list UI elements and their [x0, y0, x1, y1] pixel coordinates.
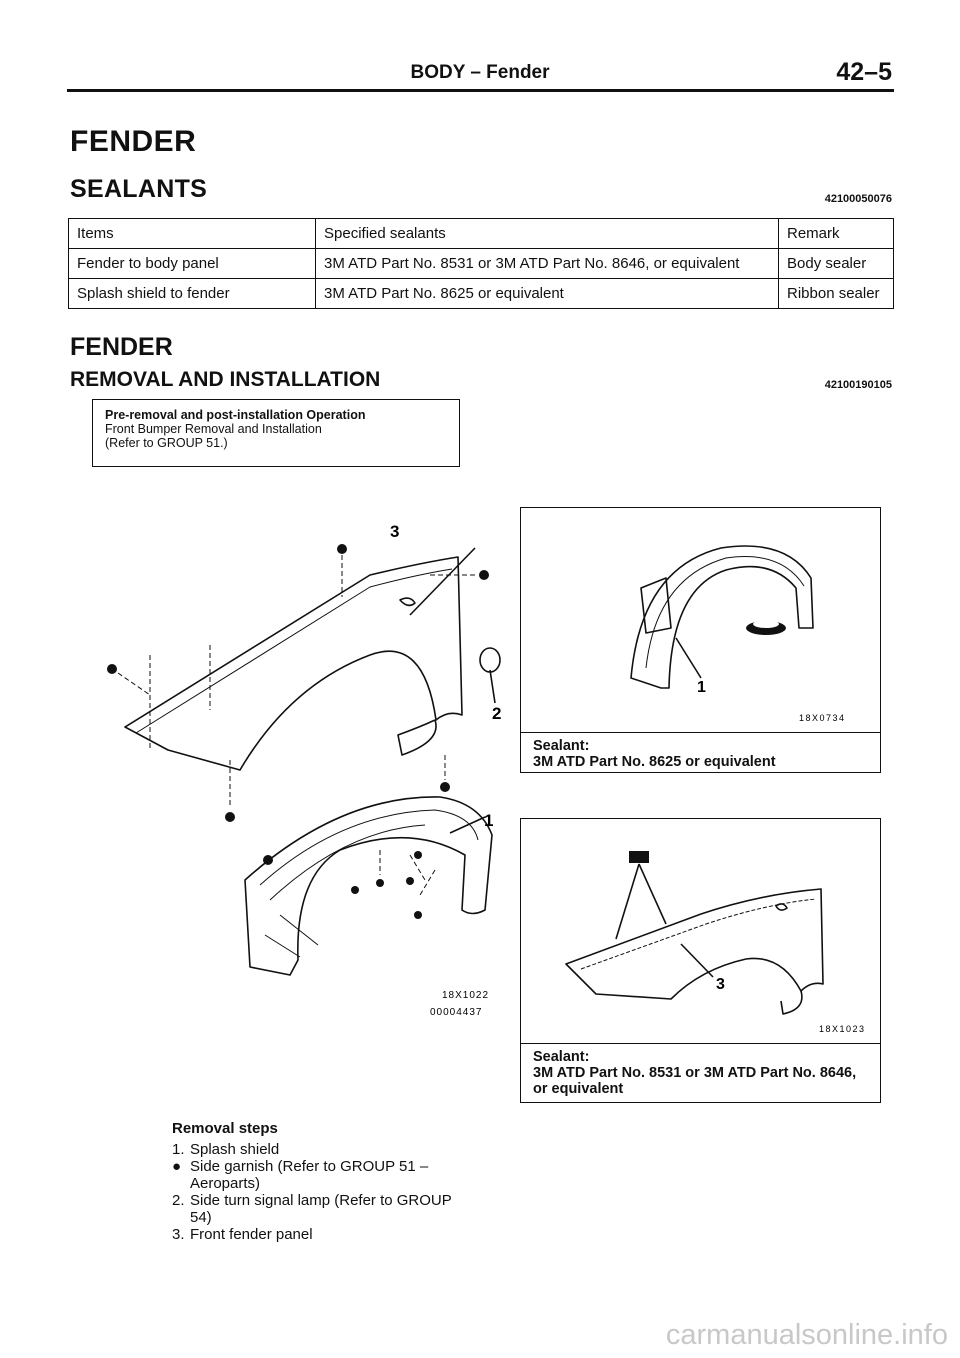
side-turn-signal-lamp-icon: [479, 647, 501, 673]
sealant-text: 3M ATD Part No. 8625 or equivalent: [533, 754, 776, 770]
clip-icon: [414, 851, 422, 859]
splash-shield-rib: [645, 556, 805, 669]
table-header-cell: Specified sealants: [315, 218, 779, 249]
fender-exploded-diagram: 3 2 1 18X1022 00004437: [107, 522, 501, 1018]
turn-signal-hole: [399, 597, 416, 607]
splash-shield-sealant-diagram: 1 18X0734: [630, 545, 846, 723]
splash-shield-detail: [264, 914, 319, 958]
sealant-label: Sealant:: [533, 1049, 590, 1065]
list-item-number: 2.: [172, 1192, 185, 1209]
figure-box-splash-shield: 1 18X0734 Sealant: 3M ATD Part No. 8625 …: [520, 507, 881, 773]
fender-crease-line: [135, 568, 453, 734]
sealant-note-divider: [521, 732, 880, 733]
list-item: ● Side garnish (Refer to GROUP 51 – Aero…: [172, 1158, 472, 1192]
callout-2: 2: [492, 704, 501, 723]
pre-removal-title: Pre-removal and post-installation Operat…: [105, 408, 366, 422]
list-item: 3. Front fender panel: [172, 1226, 472, 1243]
fender-lower-flange: [780, 990, 803, 1015]
clip-icon: [414, 911, 422, 919]
clip-icon: [351, 886, 359, 894]
splash-shield-rib: [269, 824, 426, 901]
sealant-note-divider: [521, 1043, 880, 1044]
pre-removal-box: Pre-removal and post-installation Operat…: [92, 399, 460, 467]
figure-box-fender-sealant: 3 18X1023 Sealant: 3M ATD Part No. 8531 …: [520, 818, 881, 1103]
section-code-removal: 42100190105: [824, 379, 892, 391]
clip-icon: [376, 879, 384, 887]
sealant-tube-icon: [629, 851, 649, 863]
sealant-note: Sealant: 3M ATD Part No. 8531 or 3M ATD …: [521, 1045, 880, 1101]
callout-leader-line: [615, 863, 667, 940]
table-header-row: Items Specified sealants Remark: [68, 218, 894, 249]
table-header-cell: Items: [68, 218, 316, 249]
table-cell: 3M ATD Part No. 8625 or equivalent: [315, 278, 779, 309]
callout-1: 1: [484, 811, 493, 830]
splash-shield-outline: [630, 545, 814, 689]
fender-sealant-diagram: 3 18X1023: [565, 851, 866, 1034]
sealer-bead-line: [580, 898, 817, 970]
list-item: 2. Side turn signal lamp (Refer to GROUP…: [172, 1192, 472, 1226]
list-item-number: 3.: [172, 1226, 185, 1243]
table-row: Splash shield to fender 3M ATD Part No. …: [68, 278, 894, 309]
list-item: 1. Splash shield: [172, 1141, 472, 1158]
callout-leader-line: [675, 637, 702, 679]
ribbon-sealer-core: [753, 620, 779, 628]
callout-3: 3: [390, 522, 399, 541]
table-row: Fender to body panel 3M ATD Part No. 853…: [68, 248, 894, 279]
figure-code-1: 18X1022: [442, 990, 489, 1001]
sealant-note: Sealant: 3M ATD Part No. 8625 or equival…: [521, 734, 788, 774]
sealant-text: 3M ATD Part No. 8531 or 3M ATD Part No. …: [533, 1065, 857, 1097]
figure-code: 18X0734: [799, 713, 846, 723]
bolt-icon: [107, 664, 117, 674]
list-item-text: Splash shield: [190, 1141, 280, 1158]
header-rule: [67, 89, 894, 92]
callout-1: 1: [697, 679, 706, 696]
bolt-icon: [440, 782, 450, 792]
splash-shield-detail: [640, 577, 672, 634]
pre-removal-line2: (Refer to GROUP 51.): [105, 436, 228, 450]
section-title-fender-2: FENDER: [70, 333, 173, 361]
bolt-icon: [337, 544, 347, 554]
list-item-text: Side turn signal lamp (Refer to GROUP 54…: [190, 1192, 452, 1226]
list-item-text: Front fender panel: [190, 1226, 313, 1243]
page-number: 42–5: [836, 58, 892, 86]
callout-leader-lines: [409, 547, 496, 834]
fender-panel-outline: [124, 556, 463, 771]
callout-leader-line: [680, 943, 714, 978]
section-title-fender: FENDER: [70, 125, 197, 158]
sealant-label: Sealant:: [533, 738, 590, 754]
section-code-sealants: 42100050076: [824, 193, 892, 205]
sealants-table: Items Specified sealants Remark Fender t…: [68, 218, 894, 309]
figure-code: 18X1023: [819, 1024, 866, 1034]
fender-lower-flange: [397, 719, 437, 756]
pre-removal-line1: Front Bumper Removal and Installation: [105, 422, 322, 436]
callout-3: 3: [716, 976, 725, 993]
table-cell: Splash shield to fender: [68, 278, 316, 309]
splash-shield-outline: [244, 796, 493, 976]
table-cell: Fender to body panel: [68, 248, 316, 279]
bolt-icon: [479, 570, 489, 580]
list-item-number: 1.: [172, 1141, 185, 1158]
bolt-guide-line: [117, 672, 151, 696]
section-subtitle-sealants: SEALANTS: [70, 175, 208, 203]
removal-steps-title: Removal steps: [172, 1120, 278, 1137]
clip-guide-line: [379, 850, 436, 896]
clip-icon: [263, 855, 273, 865]
figure-code-2: 00004437: [430, 1007, 483, 1018]
turn-signal-hole: [775, 903, 788, 911]
clip-icon: [406, 877, 414, 885]
list-item-bullet: ●: [172, 1158, 182, 1175]
list-item-text: Side garnish (Refer to GROUP 51 – Aeropa…: [190, 1158, 429, 1192]
watermark: carmanualsonline.info: [665, 1319, 948, 1351]
table-header-cell: Remark: [778, 218, 894, 249]
bolt-icon: [225, 812, 235, 822]
removal-steps: Removal steps 1. Splash shield ● Side ga…: [172, 1120, 472, 1243]
running-header-title: BODY – Fender: [410, 62, 550, 83]
splash-shield-rib: [259, 809, 479, 886]
section-subtitle-removal: REMOVAL AND INSTALLATION: [70, 368, 381, 391]
table-cell: 3M ATD Part No. 8531 or 3M ATD Part No. …: [315, 248, 779, 279]
table-cell: Ribbon sealer: [778, 278, 894, 309]
table-cell: Body sealer: [778, 248, 894, 279]
